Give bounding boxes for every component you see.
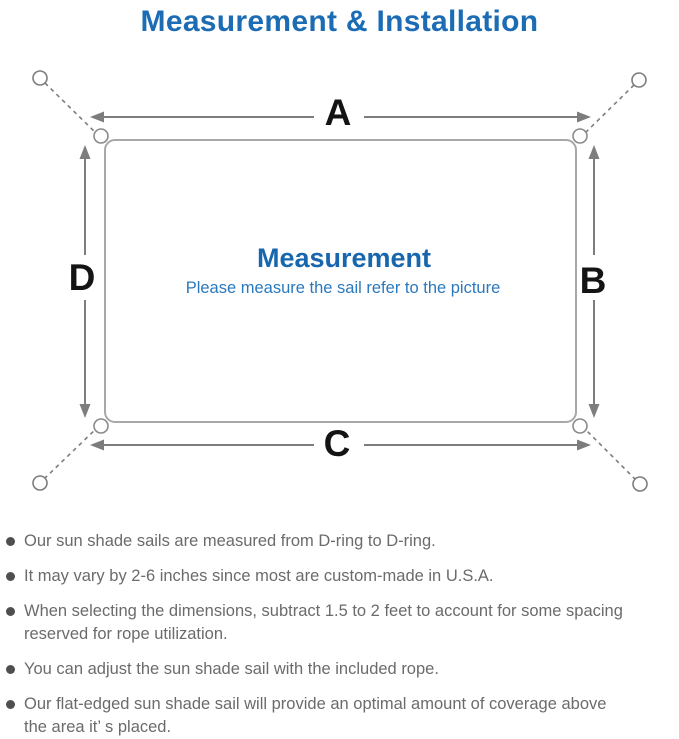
anchor-point-circle-top-left [32,70,48,86]
d-ring-bottom-left [93,418,109,434]
list-item: When selecting the dimensions, subtract … [6,600,673,646]
arrowhead-d-up [79,145,91,159]
page-title: Measurement & Installation [140,5,539,38]
arrowhead-a-left [90,111,104,123]
note-text: It may vary by 2-6 inches since most are… [24,567,494,585]
dimension-label-c: C [324,423,351,464]
arrowhead-d-down [79,404,91,418]
list-item: You can adjust the sun shade sail with t… [6,658,673,681]
bullet-icon [6,607,15,616]
bullet-icon [6,572,15,581]
list-item: Our flat-edged sun shade sail will provi… [6,693,673,739]
arrowhead-b-down [588,404,600,418]
diagram-center-title: Measurement [257,243,431,273]
d-ring-top-left [93,128,109,144]
notes-list: Our sun shade sails are measured from D-… [6,530,673,739]
tether-dashed-line-bottom-left [44,425,100,479]
note-text: You can adjust the sun shade sail with t… [24,660,439,678]
d-ring-bottom-right [572,418,588,434]
anchor-point-circle-bottom-right [632,476,648,492]
anchor-point-circle-top-right [631,72,647,88]
tether-dashed-line-top-right [581,84,635,137]
measurement-diagram: A C D B Measurement Please measure the s… [32,70,648,492]
arrowhead-c-right [577,439,591,451]
d-ring-top-right [572,128,588,144]
tether-dashed-line-bottom-right [581,425,636,480]
dimension-label-b: B [580,260,607,301]
list-item: Our sun shade sails are measured from D-… [6,530,673,553]
note-text: Our sun shade sails are measured from D-… [24,532,436,550]
bullet-icon [6,665,15,674]
arrowhead-c-left [90,439,104,451]
note-text: Our flat-edged sun shade sail will provi… [24,695,607,736]
tether-dashed-line-top-left [44,82,100,137]
anchor-point-circle-bottom-left [32,475,48,491]
dimension-label-a: A [325,92,352,133]
list-item: It may vary by 2-6 inches since most are… [6,565,673,588]
bullet-icon [6,537,15,546]
bullet-icon [6,700,15,709]
diagram-center-subtitle: Please measure the sail refer to the pic… [186,279,501,297]
dimension-label-d: D [69,257,96,298]
note-text: When selecting the dimensions, subtract … [24,602,623,643]
shade-sail-outline [104,139,577,423]
arrowhead-b-up [588,145,600,159]
arrowhead-a-right [577,111,591,123]
